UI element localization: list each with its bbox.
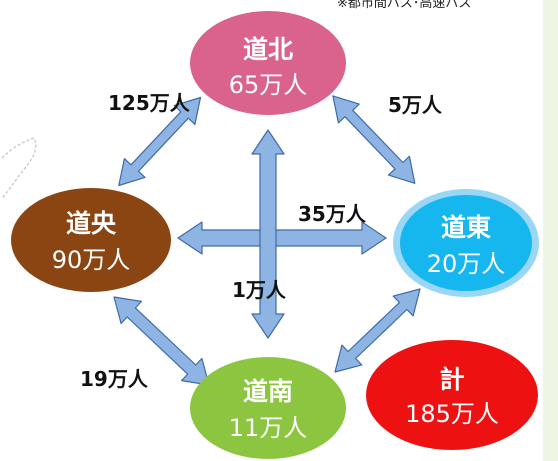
node-south-value: 11万人	[229, 414, 308, 442]
node-east-name: 道東	[441, 213, 491, 242]
node-total-value: 185万人	[405, 400, 499, 428]
edge-label-north-central: 125万人	[108, 91, 191, 115]
note-text: ※都市間バス･高速バス	[337, 0, 472, 11]
edge-label-central-south: 19万人	[80, 367, 149, 391]
arrow-north-south	[251, 129, 285, 339]
node-east: 道東 20万人	[393, 189, 539, 297]
edge-label-central-east: 35万人	[298, 202, 367, 226]
node-south-name: 道南	[243, 377, 293, 406]
node-east-value: 20万人	[427, 250, 506, 278]
node-south: 道南 11万人	[190, 357, 346, 459]
node-east-shape	[400, 195, 532, 291]
arrows-layer	[113, 95, 421, 386]
arrow-central-east	[177, 221, 387, 255]
edge-label-north-south: 1万人	[232, 278, 287, 302]
arrow-north-east	[332, 95, 416, 184]
node-central-name: 道央	[66, 209, 117, 238]
node-north-value: 65万人	[229, 71, 308, 99]
arrow-east-south	[334, 288, 421, 373]
node-central-shape	[11, 188, 171, 292]
node-total: 計 185万人	[366, 340, 538, 450]
node-south-shape	[190, 357, 346, 459]
doodle-decoration	[1, 137, 37, 199]
node-central: 道央 90万人	[11, 188, 171, 292]
node-total-name: 計	[439, 365, 464, 394]
sidebar-strip	[543, 0, 558, 461]
node-north: 道北 65万人	[190, 11, 346, 115]
node-north-shape	[190, 11, 346, 115]
node-north-name: 道北	[243, 35, 293, 64]
node-central-value: 90万人	[52, 246, 131, 274]
edge-label-north-east: 5万人	[388, 93, 443, 117]
node-total-shape	[366, 340, 538, 450]
arrow-north-central	[118, 96, 202, 187]
edge-labels: 125万人 5万人 35万人 1万人 19万人	[80, 91, 443, 391]
